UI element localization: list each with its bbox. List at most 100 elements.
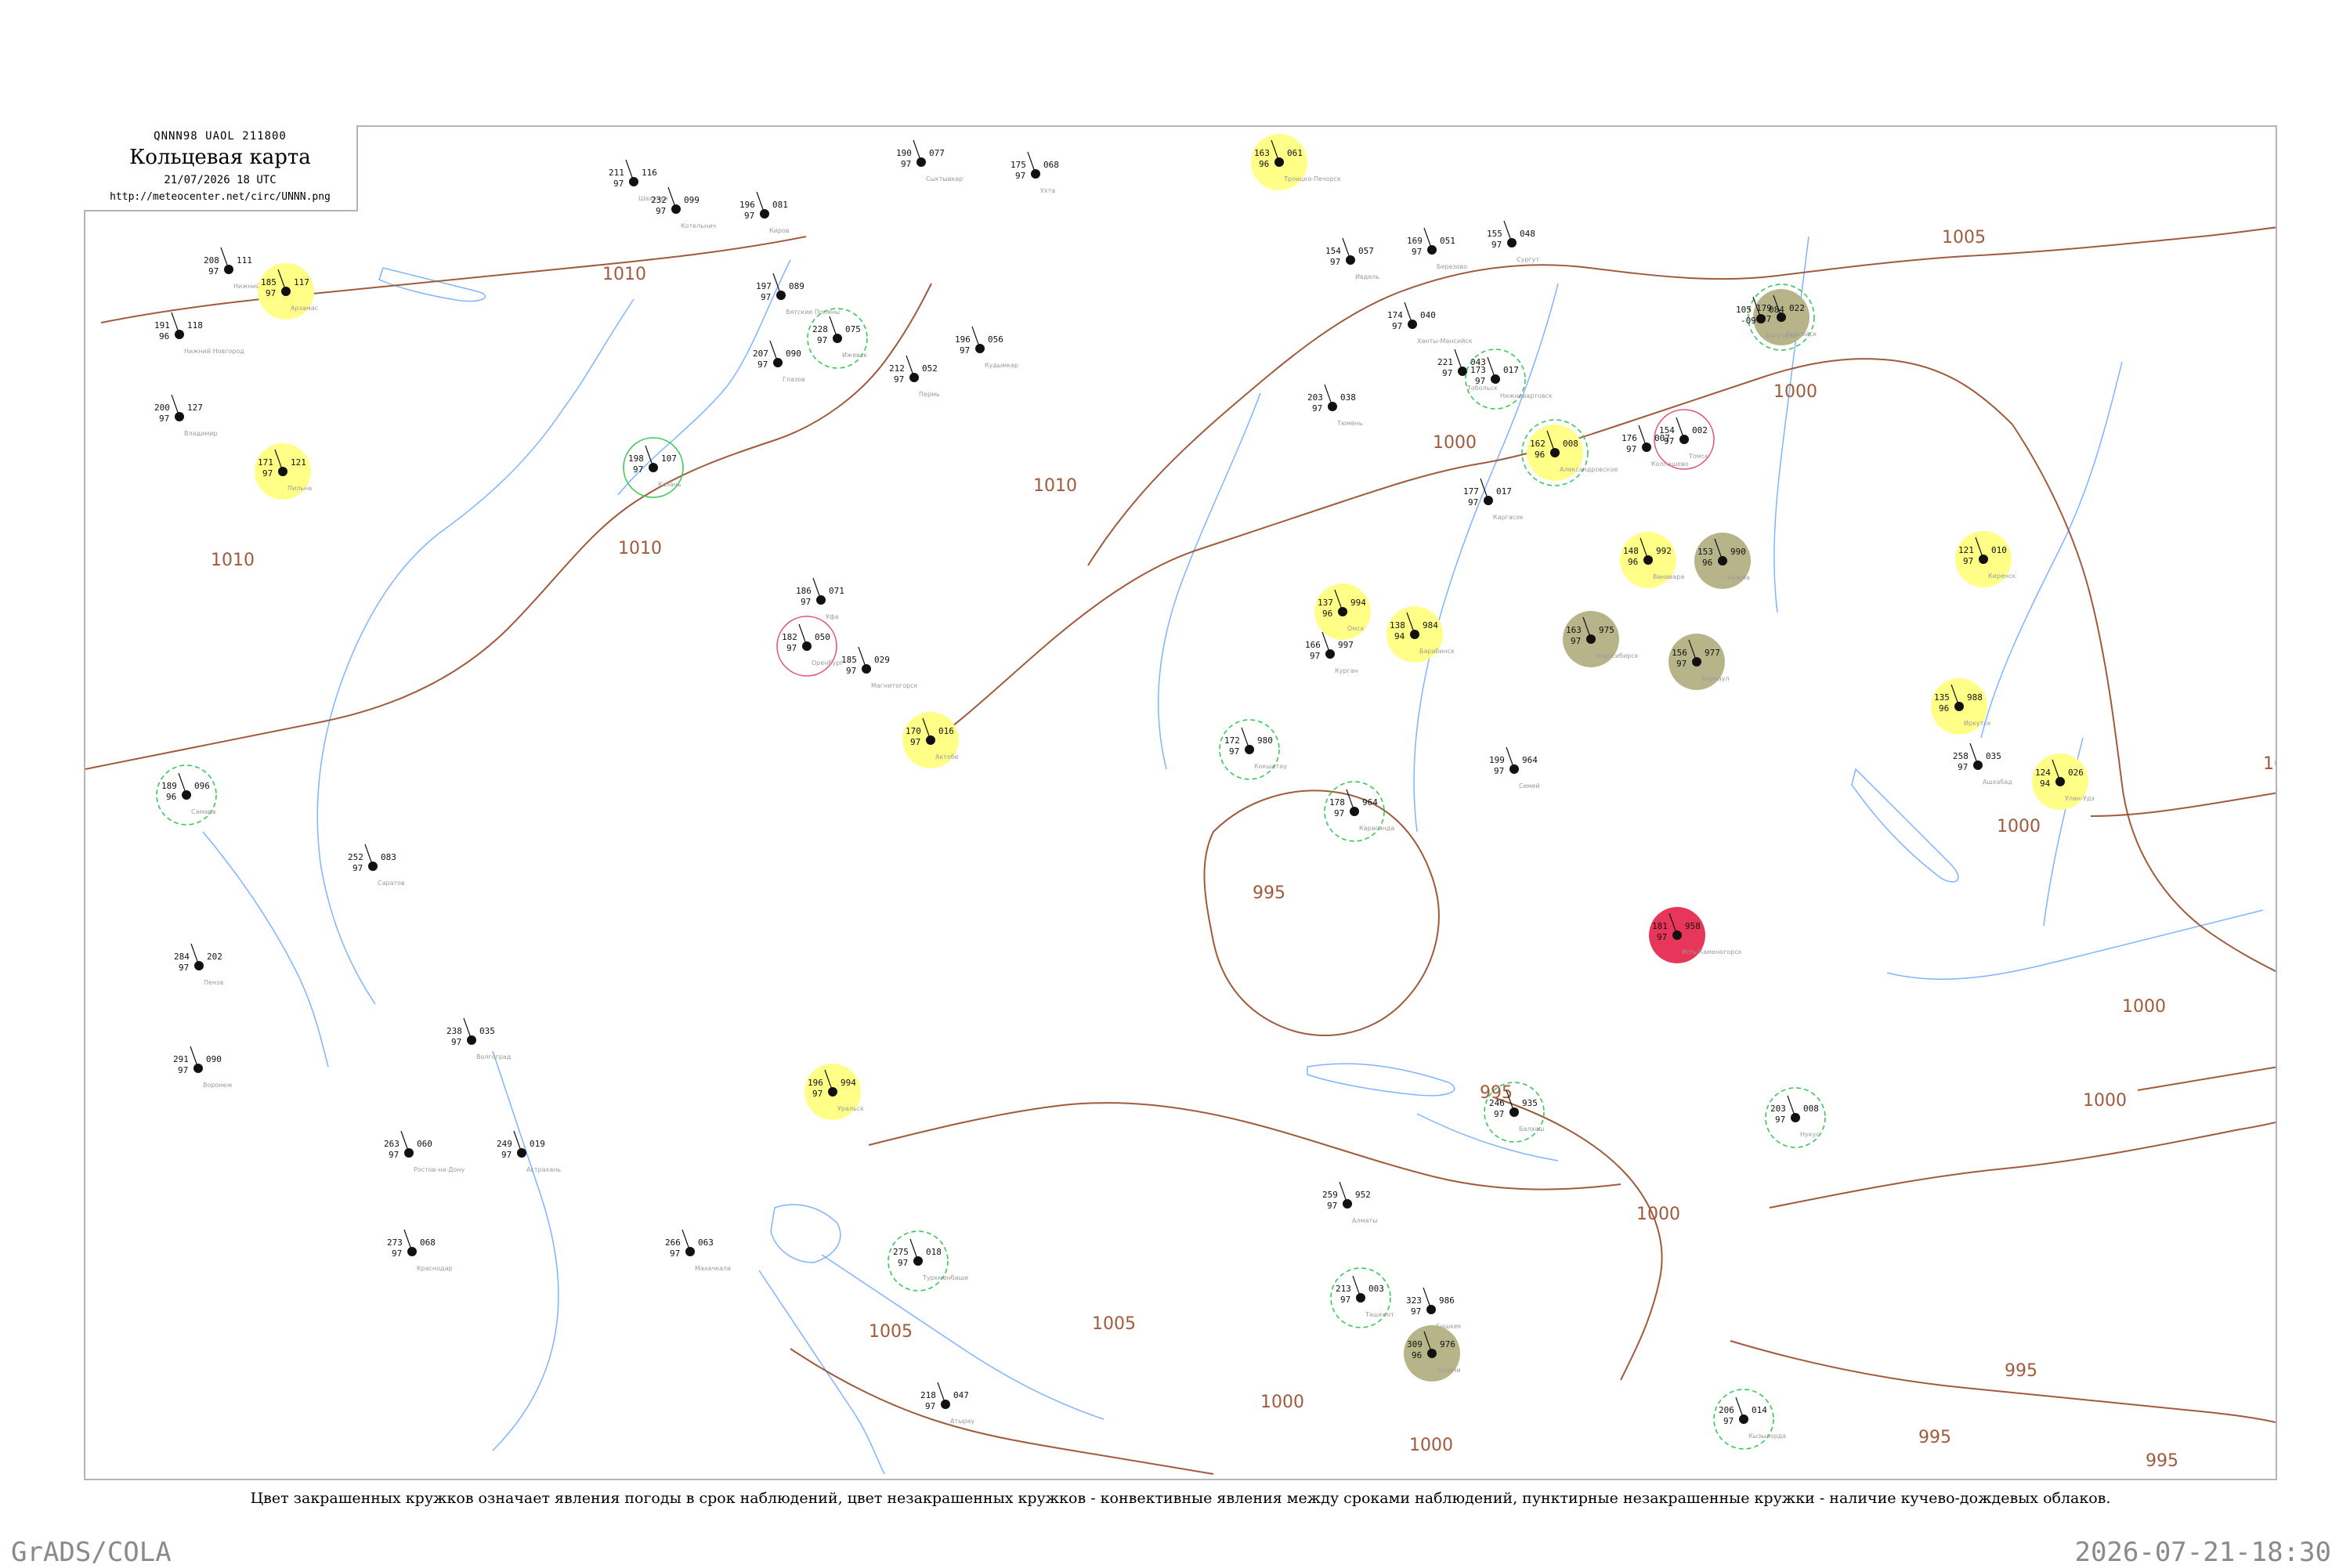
isobar-label-i1000i: 1000 (1997, 817, 2041, 836)
cumulonimbus-ring (1765, 1087, 1826, 1148)
station-name: Туркменбаши (922, 1274, 968, 1281)
pressure-value: 986 (1439, 1295, 1455, 1306)
pressure-value: 017 (1496, 486, 1512, 497)
map-url[interactable]: http://meteocenter.net/circ/UNNN.png (110, 191, 331, 203)
pressure-value: 984 (1423, 620, 1438, 630)
temperature-value: 185 (841, 655, 857, 665)
temperature-value: 197 (756, 281, 772, 291)
map-canvas[interactable]: 1010101010101010100510051005100010001000… (85, 127, 2277, 1480)
wind-barb-icon (798, 623, 808, 647)
pressure-value: 090 (206, 1054, 222, 1064)
pressure-value: 202 (207, 952, 222, 962)
syr-darya (821, 1254, 1104, 1420)
pressure-value: 057 (1358, 246, 1374, 256)
station-name: Нижневартовск (1500, 392, 1553, 399)
dewpoint-value: 97 (817, 335, 827, 345)
temperature-value: 199 (1489, 755, 1505, 765)
pressure-value: 089 (789, 281, 804, 291)
station-name: Улан-Удэ (2065, 795, 2095, 802)
cumulonimbus-ring (1484, 1082, 1545, 1143)
temperature-value: 175 (1010, 160, 1026, 170)
station-name: Новосибирск (1596, 652, 1639, 659)
pressure-value: 997 (1338, 640, 1354, 650)
isobar-1005-north (1087, 226, 2276, 566)
station-name: Ашхабад (1983, 779, 2012, 786)
station-name: Барабинск (1419, 648, 1455, 655)
dewpoint-value: 97 (1411, 1306, 1421, 1317)
pressure-value: 964 (1362, 797, 1378, 807)
wind-barb-icon (1975, 537, 1984, 560)
dewpoint-value: 97 (1664, 436, 1674, 446)
station-name: Нукус (1800, 1131, 1820, 1138)
station-name: Барнаул (1701, 675, 1729, 682)
wind-barb-icon (1503, 220, 1513, 244)
